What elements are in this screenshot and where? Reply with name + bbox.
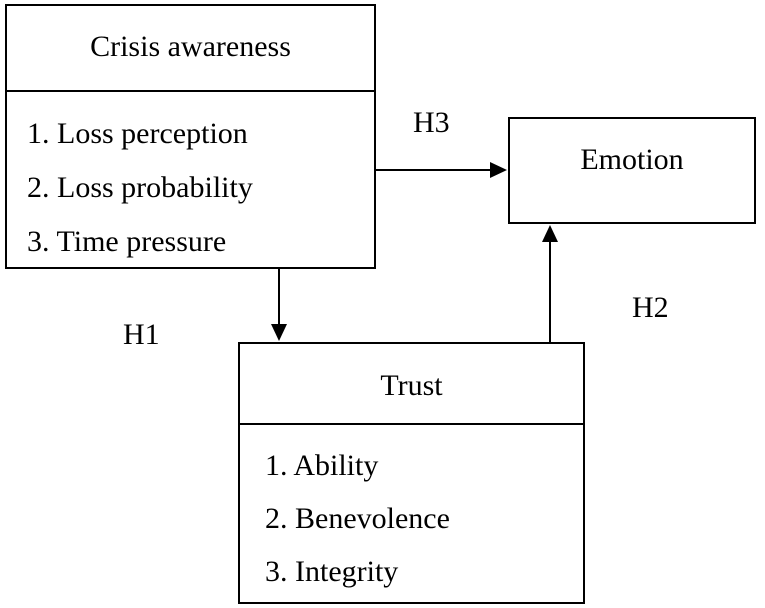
- crisis-awareness-item-loss-perception: 1. Loss perception: [27, 117, 248, 150]
- crisis-awareness-title: Crisis awareness: [90, 30, 291, 63]
- h2-label: H2: [632, 291, 669, 324]
- arrow-h2: [542, 225, 558, 342]
- trust-item-ability: 1. Ability: [265, 449, 379, 482]
- h1-label: H1: [123, 318, 160, 351]
- crisis-awareness-box: Crisis awareness 1. Loss perception 2. L…: [5, 4, 376, 269]
- trust-item-benevolence: 2. Benevolence: [265, 502, 450, 535]
- emotion-box: Emotion: [508, 117, 756, 224]
- h3-label: H3: [413, 106, 450, 139]
- trust-divider: [240, 423, 583, 425]
- trust-item-integrity: 3. Integrity: [265, 555, 399, 588]
- crisis-awareness-divider: [7, 90, 374, 92]
- crisis-awareness-item-time-pressure: 3. Time pressure: [27, 225, 227, 258]
- trust-title: Trust: [380, 369, 443, 402]
- crisis-awareness-item-loss-probability: 2. Loss probability: [27, 171, 253, 204]
- trust-box: Trust 1. Ability 2. Benevolence 3. Integ…: [238, 342, 585, 604]
- arrow-h1: [271, 269, 287, 341]
- arrow-h3: [376, 162, 507, 178]
- emotion-title: Emotion: [580, 143, 684, 176]
